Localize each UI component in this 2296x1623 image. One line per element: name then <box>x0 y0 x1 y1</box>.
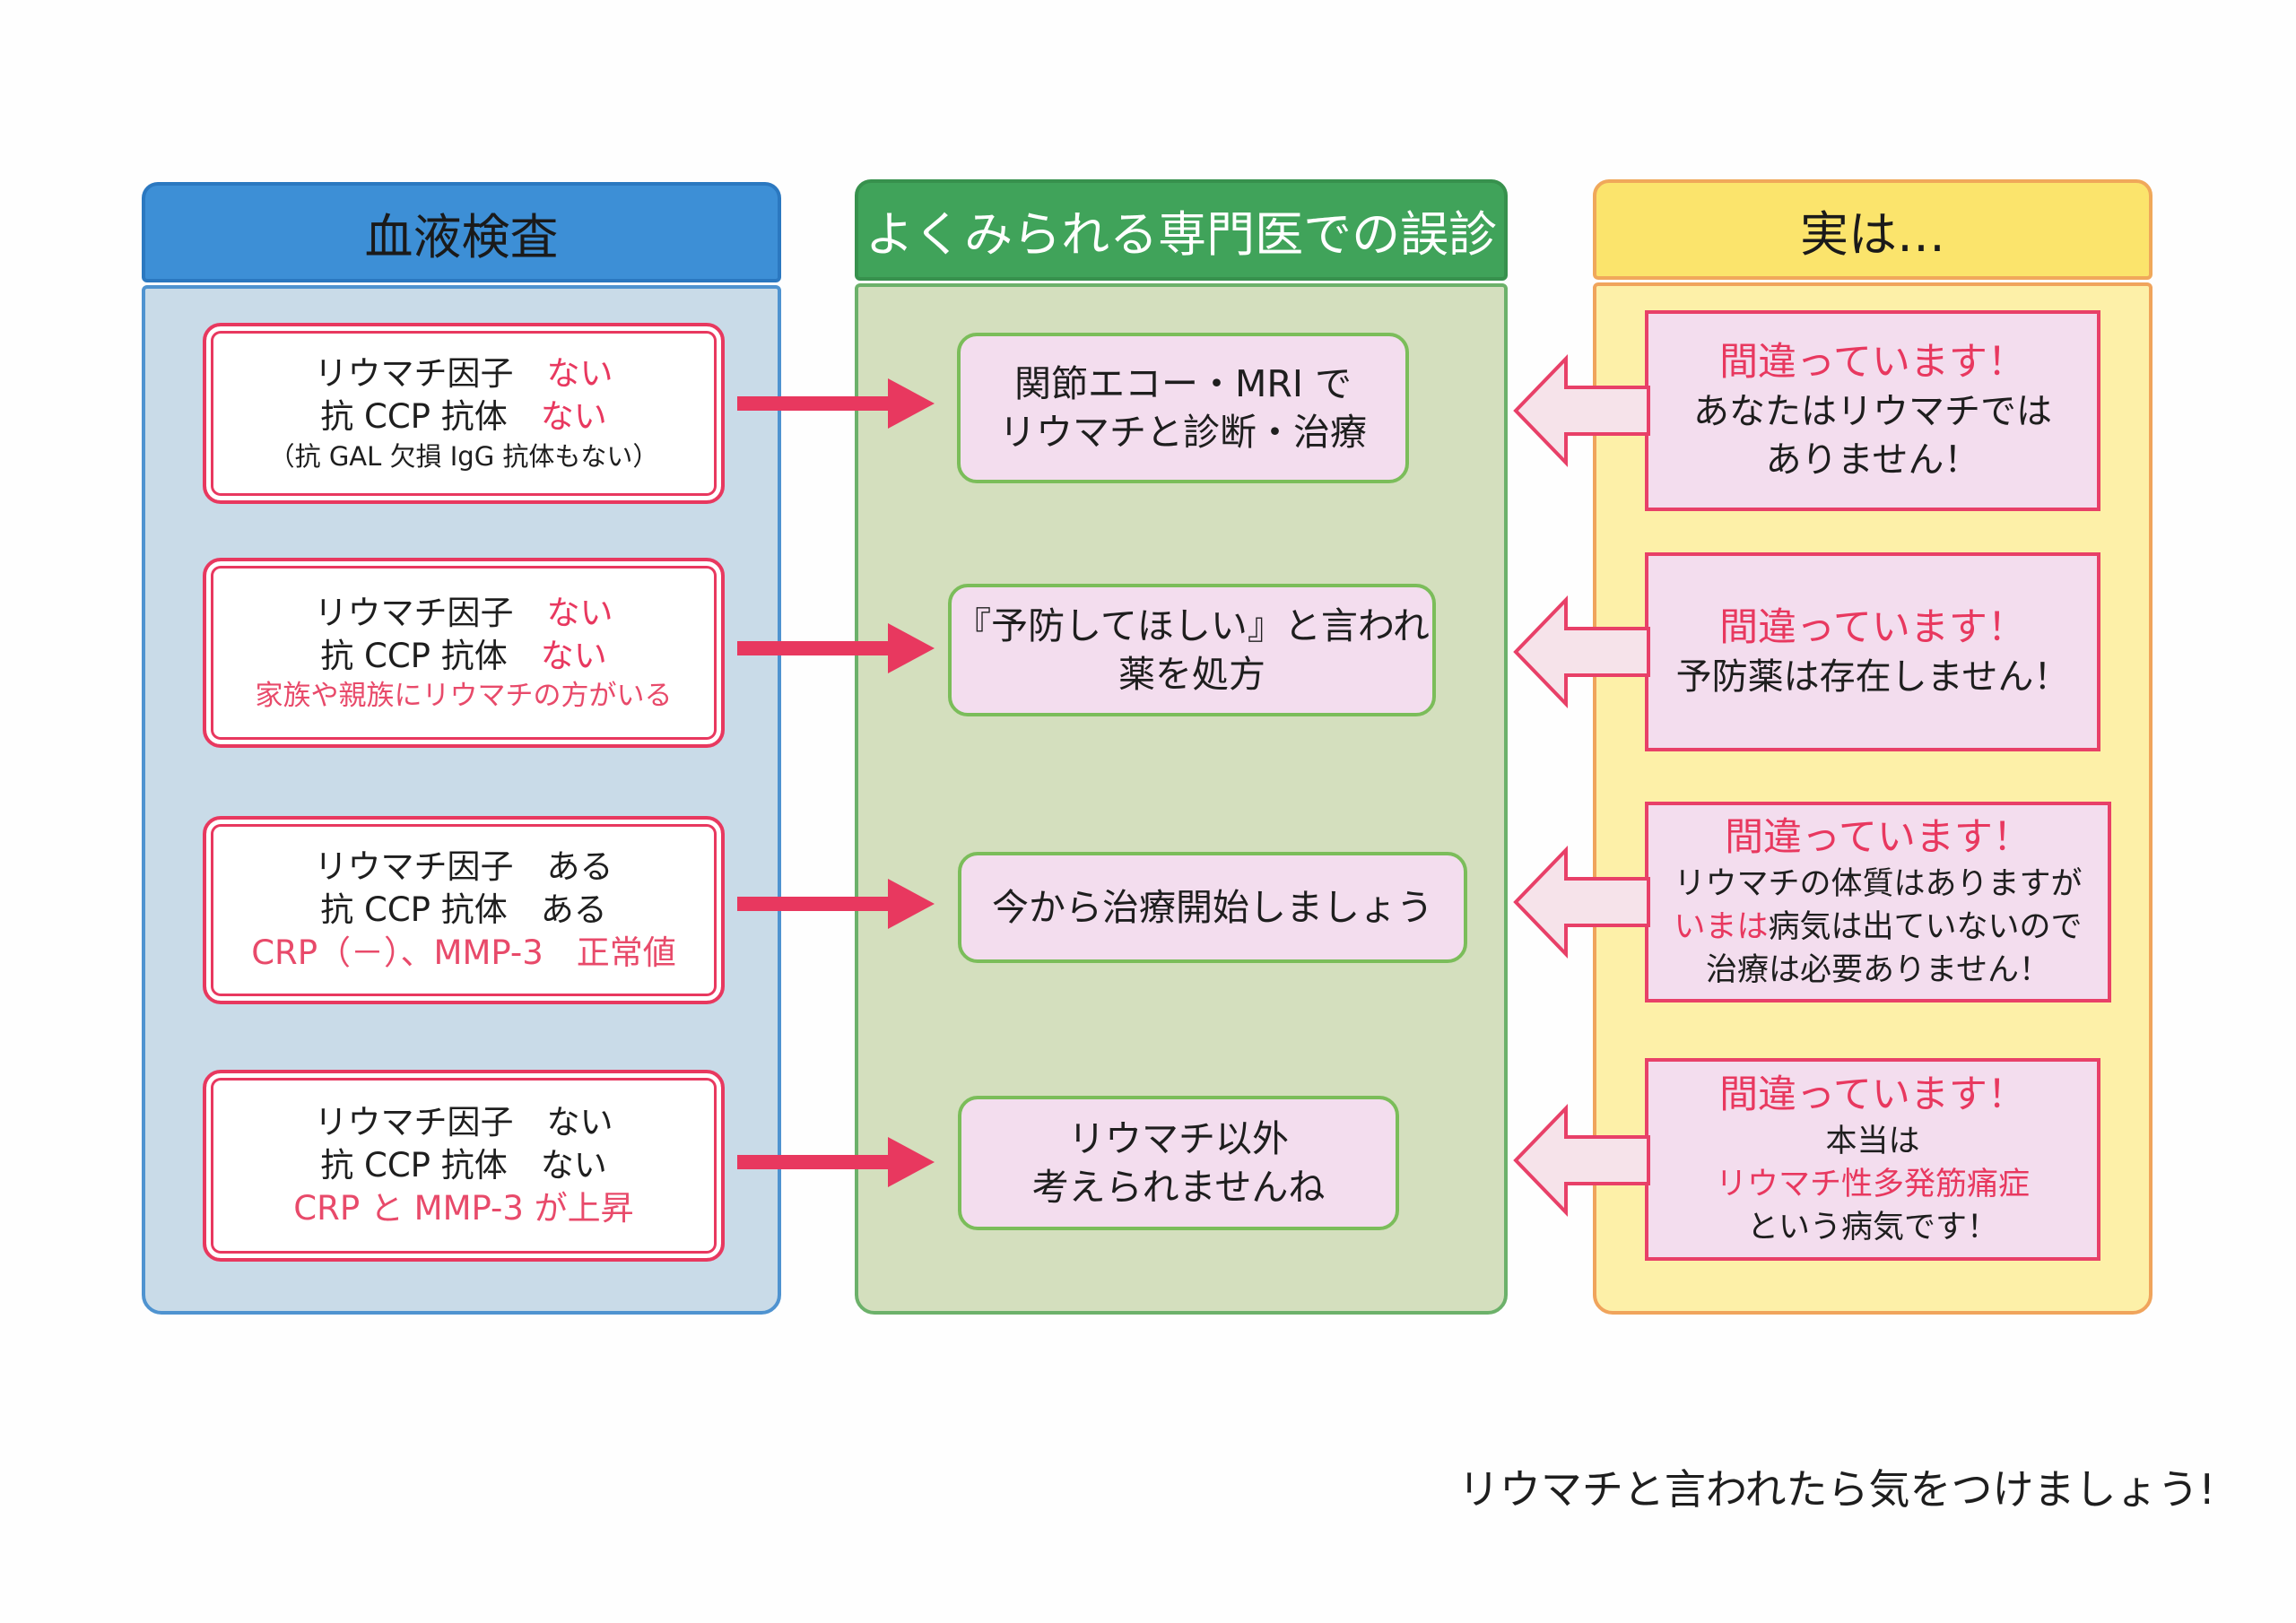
misdiagnosis-title: よくみられる専門医での誤診 <box>865 206 1498 263</box>
test-box-1: リウマチ因子 ない 抗 CCP 抗体 ない （抗 GAL 欠損 IgG 抗体もな… <box>203 323 725 504</box>
reality-line: いまは病気は出ていないので <box>1674 909 2083 945</box>
misdiagnosis-box-3: 今から治療開始しましょう <box>958 852 1467 963</box>
left-arrow-icon <box>1513 846 1650 959</box>
reality-box-2: 間違っています！ 予防薬は存在しません！ <box>1645 552 2100 751</box>
right-arrow-icon <box>737 623 935 673</box>
reality-line: あなたはリウマチでは <box>1693 391 2052 432</box>
reality-title-text: 間違っています！ <box>1719 1072 2026 1117</box>
test-box-3: リウマチ因子 ある 抗 CCP 抗体 ある CRP（－）、MMP-3 正常値 <box>203 816 725 1004</box>
misdiagnosis-line: リウマチと診断・治療 <box>999 411 1367 454</box>
reality-line: 予防薬は存在しません！ <box>1675 656 2070 698</box>
misdiagnosis-line: リウマチ以外 <box>1068 1117 1289 1160</box>
left-arrow-icon <box>1513 354 1650 467</box>
test-line: 抗 CCP 抗体 ない <box>320 637 607 675</box>
reality-box-4: 間違っています！ 本当は リウマチ性多発筋痛症 という病気です！ <box>1645 1058 2100 1261</box>
test-line: 抗 CCP 抗体 ない <box>320 1146 607 1185</box>
blood-test-title: 血液検査 <box>364 208 559 265</box>
test-line: リウマチ因子 ない <box>314 354 613 393</box>
reality-diagnosis-name: リウマチ性多発筋痛症 <box>1715 1167 2030 1202</box>
misdiagnosis-box-2: 『予防してほしい』と言われ 薬を処方 <box>948 584 1436 716</box>
misdiagnosis-line: 薬を処方 <box>1118 653 1265 696</box>
left-arrow-icon <box>1513 1104 1650 1217</box>
misdiagnosis-line: 関節エコー・MRI で <box>1014 362 1352 405</box>
reality-title-text: 間違っています！ <box>1719 340 2026 385</box>
misdiagnosis-line: 『予防してほしい』と言われ <box>954 604 1430 647</box>
test-line: リウマチ因子 ない <box>314 594 613 632</box>
misdiagnosis-line: 考えられませんね <box>1031 1166 1326 1209</box>
test-line: リウマチ因子 ある <box>314 847 613 886</box>
reality-line: ありません！ <box>1765 439 1980 481</box>
reality-header: 実は… <box>1593 179 2152 280</box>
reality-title-text: 間違っています！ <box>1725 815 2031 860</box>
test-note: CRP（－）、MMP-3 正常値 <box>251 933 676 972</box>
test-box-4: リウマチ因子 ない 抗 CCP 抗体 ない CRP と MMP-3 が上昇 <box>203 1070 725 1262</box>
footer-caption: リウマチと言われたら気をつけましょう! <box>1457 1465 2215 1514</box>
reality-line: リウマチの体質はありますが <box>1674 866 2083 902</box>
test-note: 家族や親族にリウマチの方がいる <box>255 680 673 712</box>
reality-title-text: 間違っています！ <box>1719 605 2026 650</box>
right-arrow-icon <box>737 378 935 429</box>
right-arrow-icon <box>737 879 935 929</box>
left-arrow-icon <box>1513 595 1650 708</box>
test-note: （抗 GAL 欠損 IgG 抗体もない） <box>268 441 659 472</box>
test-line: 抗 CCP 抗体 ある <box>320 890 607 929</box>
test-box-2: リウマチ因子 ない 抗 CCP 抗体 ない 家族や親族にリウマチの方がいる <box>203 558 725 748</box>
misdiagnosis-box-4: リウマチ以外 考えられませんね <box>958 1096 1399 1230</box>
misdiagnosis-box-1: 関節エコー・MRI で リウマチと診断・治療 <box>957 333 1409 483</box>
misdiagnosis-header: よくみられる専門医での誤診 <box>855 179 1508 281</box>
reality-box-3: 間違っています！ リウマチの体質はありますが いまは病気は出ていないので 治療は… <box>1645 802 2111 1002</box>
test-note: CRP と MMP-3 が上昇 <box>293 1189 634 1228</box>
misdiagnosis-line: 今から治療開始しましょう <box>992 886 1433 929</box>
reality-title: 実は… <box>1800 205 1945 263</box>
reality-line: 本当は <box>1825 1124 1920 1159</box>
blood-test-header: 血液検査 <box>142 182 781 282</box>
test-line: リウマチ因子 ない <box>314 1103 613 1141</box>
reality-box-1: 間違っています！ あなたはリウマチでは ありません！ <box>1645 310 2100 511</box>
reality-line: 治療は必要ありません！ <box>1706 952 2050 988</box>
test-line: 抗 CCP 抗体 ない <box>320 397 607 436</box>
reality-line: という病気です！ <box>1746 1210 1998 1245</box>
right-arrow-icon <box>737 1137 935 1187</box>
